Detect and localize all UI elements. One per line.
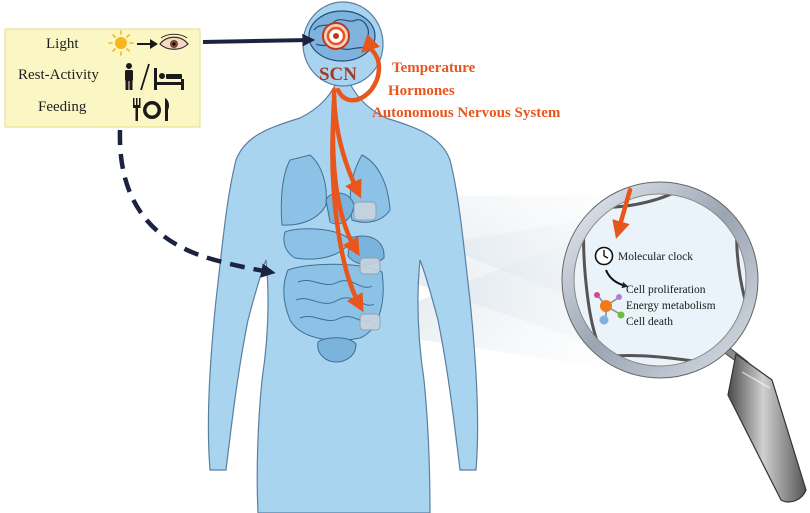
magnifier-handle	[721, 344, 807, 503]
knife-icon	[165, 98, 169, 121]
slash-icon	[140, 63, 150, 91]
fork-icon	[133, 98, 141, 121]
bed-icon	[154, 68, 184, 90]
output-autonomous-nervous-system: Autonomous Nervous System	[372, 105, 561, 121]
scn-outputs: Temperature Hormones Autonomous Nervous …	[372, 60, 561, 121]
molecule-icon	[594, 292, 625, 325]
clock-icon	[594, 246, 614, 266]
plate-icon	[143, 101, 161, 119]
brain	[308, 10, 376, 62]
cue-feeding-label: Feeding	[38, 99, 87, 115]
scn-label: SCN	[319, 64, 357, 85]
input-cues-box: Light Rest-Activity Feeding	[4, 28, 201, 128]
lens-input-arrow	[612, 187, 633, 239]
arrow-right-icon	[137, 39, 158, 49]
clock-output-arrow	[605, 269, 629, 289]
cue-light-label: Light	[46, 36, 79, 52]
feeding-to-gut-arrow	[117, 129, 276, 278]
process-energy-metabolism: Energy metabolism	[626, 300, 716, 312]
process-cell-proliferation: Cell proliferation	[626, 284, 706, 296]
eye-icon	[159, 33, 189, 50]
lung-left	[280, 154, 327, 226]
sun-icon	[108, 30, 134, 56]
process-cell-death: Cell death	[626, 316, 673, 328]
output-hormones: Hormones	[388, 83, 455, 99]
person-icon	[125, 63, 133, 90]
light-to-scn-arrow	[202, 33, 316, 47]
scn-output-arrows	[330, 34, 382, 313]
magnifier-lens	[561, 181, 759, 379]
output-temperature: Temperature	[392, 60, 476, 76]
molecular-clock-label: Molecular clock	[618, 251, 693, 263]
organ-targets	[353, 201, 381, 331]
bladder	[317, 337, 357, 363]
liver	[283, 228, 351, 260]
cue-rest-activity-label: Rest-Activity	[18, 67, 99, 83]
